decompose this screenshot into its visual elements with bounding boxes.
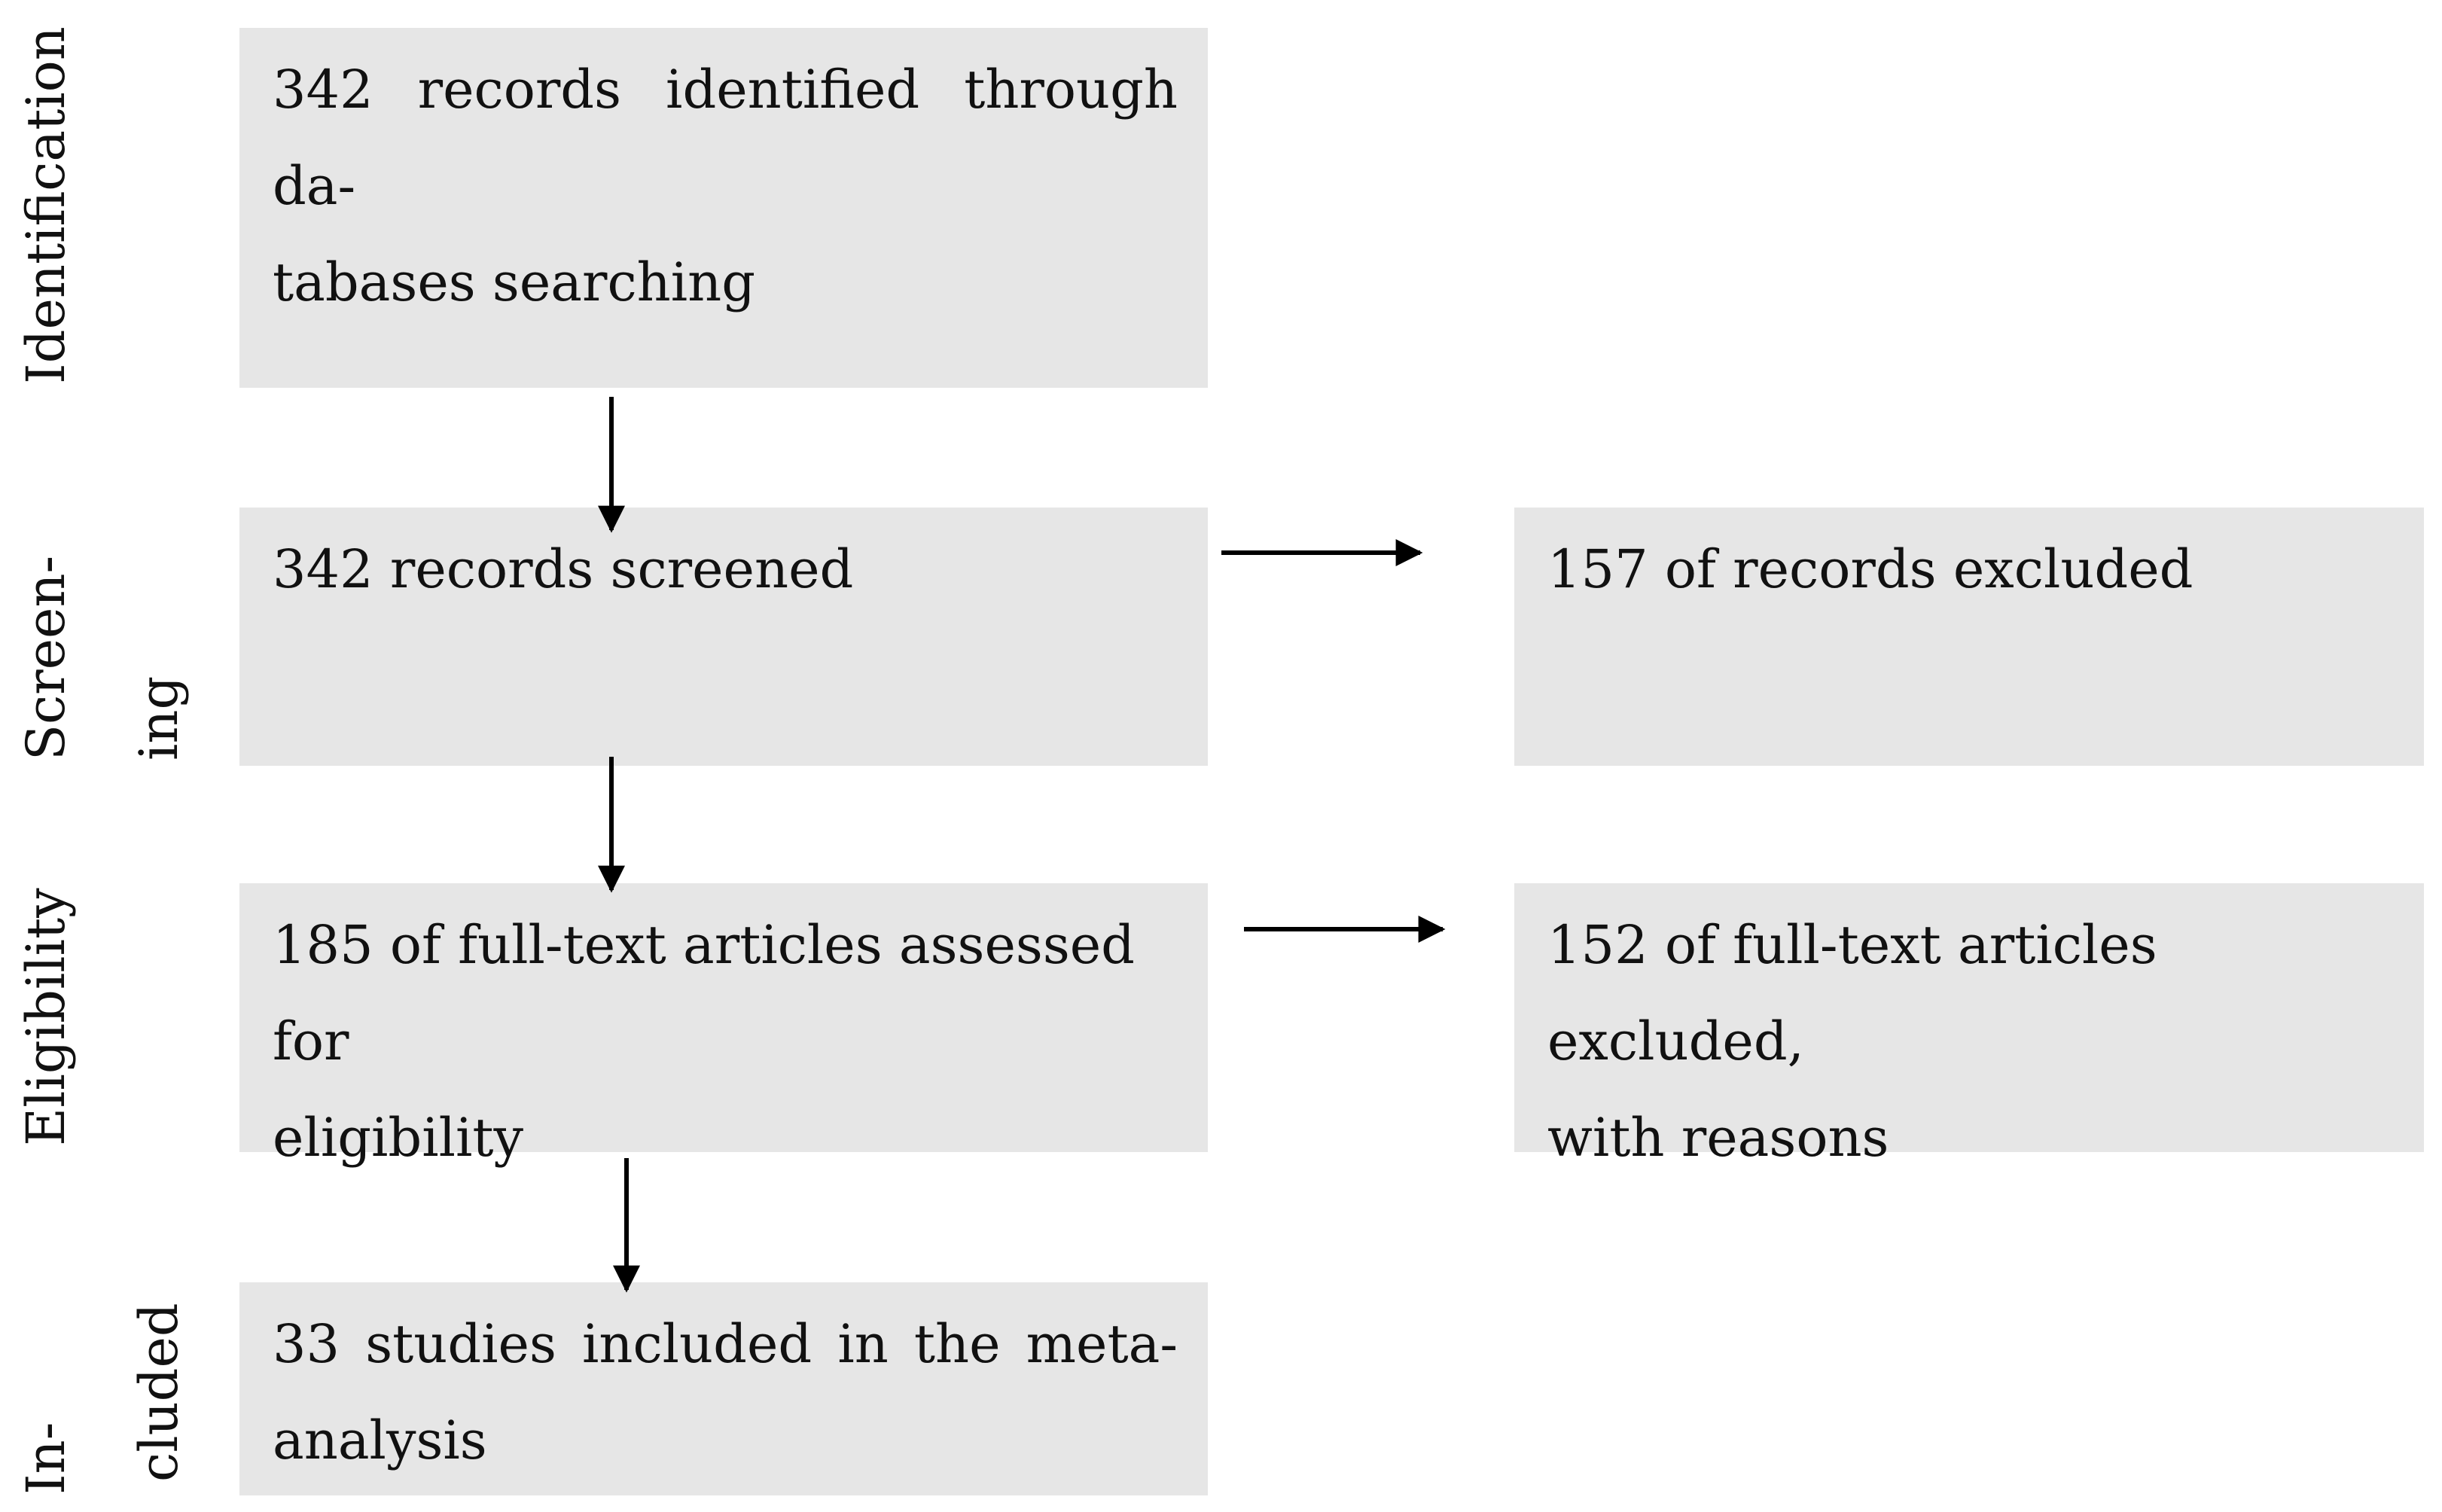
- box-records-identified-line2: tabases searching: [273, 251, 756, 313]
- box-studies-included-line2: analysis: [273, 1410, 487, 1471]
- box-fulltext-assessed-line1: 185 of full-text articles assessed for: [273, 914, 1135, 1072]
- box-fulltext-assessed-line2: eligibility: [273, 1107, 524, 1169]
- box-fulltext-excluded-line2: with reasons: [1547, 1107, 1889, 1169]
- box-fulltext-excluded-line1: 152 of full-text articles excluded,: [1547, 914, 2157, 1072]
- box-studies-included: 33 studies included in the meta- analysi…: [239, 1282, 1208, 1495]
- box-fulltext-assessed: 185 of full-text articles assessed for e…: [239, 883, 1208, 1169]
- box-records-excluded: 157 of records excluded: [1514, 508, 2424, 766]
- box-records-excluded-line1: 157 of records excluded: [1547, 538, 2194, 600]
- box-records-identified: 342 records identified through da- tabas…: [239, 28, 1208, 388]
- box-records-screened: 342 records screened: [239, 508, 1208, 766]
- box-records-screened-line1: 342 records screened: [273, 538, 854, 600]
- box-records-identified-line1: 342 records identified through da-: [273, 59, 1178, 217]
- box-fulltext-excluded: 152 of full-text articles excluded, with…: [1514, 883, 2424, 1169]
- box-studies-included-line1: 33 studies included in the meta-: [273, 1313, 1178, 1375]
